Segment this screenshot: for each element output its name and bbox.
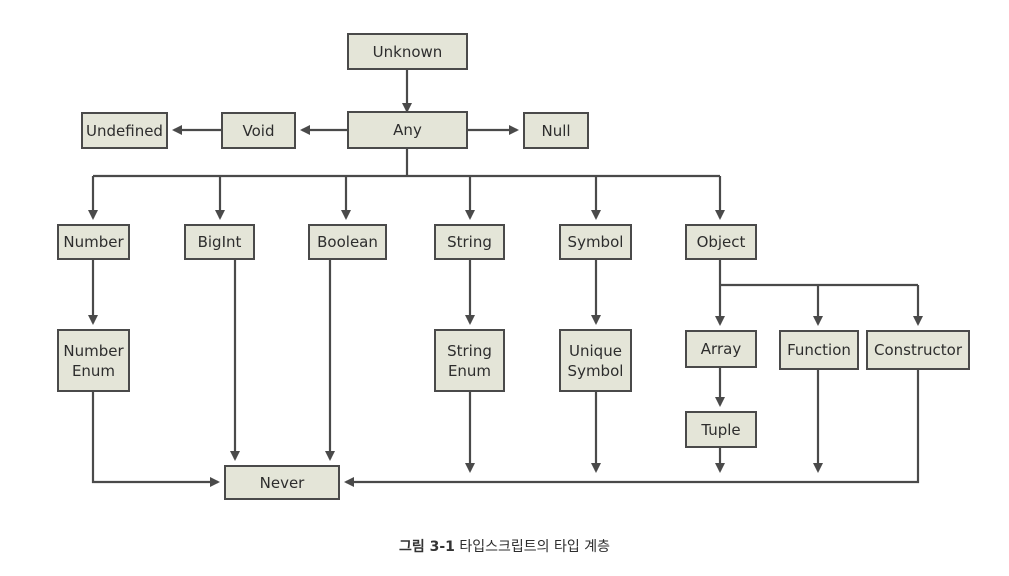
node-number: Number xyxy=(57,224,130,260)
node-function: Function xyxy=(779,330,859,370)
node-string: String xyxy=(434,224,505,260)
node-any: Any xyxy=(347,111,468,149)
node-object: Object xyxy=(685,224,757,260)
node-string-enum: String Enum xyxy=(434,329,505,392)
node-constructor: Constructor xyxy=(866,330,970,370)
node-undefined: Undefined xyxy=(81,112,168,149)
caption-text: 타입스크립트의 타입 계층 xyxy=(459,539,610,555)
node-unique-symbol: Unique Symbol xyxy=(559,329,632,392)
node-unknown: Unknown xyxy=(347,33,468,70)
node-symbol: Symbol xyxy=(559,224,632,260)
node-number-enum: Number Enum xyxy=(57,329,130,392)
node-null: Null xyxy=(523,112,589,149)
figure-caption: 그림 3-1 타입스크립트의 타입 계층 xyxy=(0,536,1009,556)
node-void: Void xyxy=(221,112,296,149)
node-array: Array xyxy=(685,330,757,368)
node-never: Never xyxy=(224,465,340,500)
node-boolean: Boolean xyxy=(308,224,387,260)
node-bigint: BigInt xyxy=(184,224,255,260)
node-tuple: Tuple xyxy=(685,411,757,448)
caption-number: 그림 3-1 xyxy=(399,539,455,555)
edge-constructor-never xyxy=(344,370,920,487)
edge-numberenum-never xyxy=(91,392,220,487)
